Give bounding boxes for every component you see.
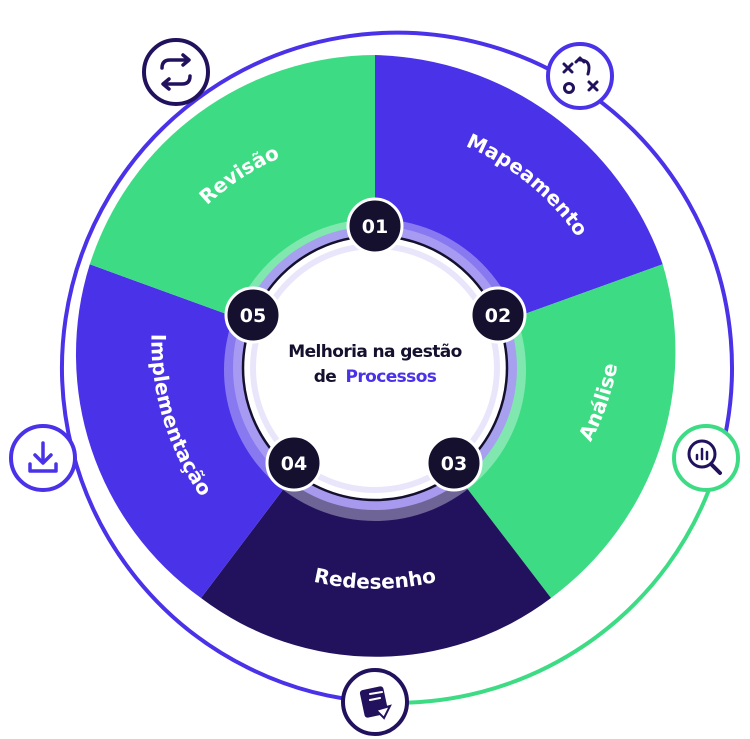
center-title-highlight: Processos xyxy=(346,367,437,387)
segment-redesenho xyxy=(201,368,551,657)
step-number: 02 xyxy=(485,305,511,327)
step-badge-01: 01 xyxy=(346,197,404,255)
step-number: 04 xyxy=(281,453,307,475)
download-icon xyxy=(9,424,77,492)
document-icon xyxy=(341,668,409,736)
step-number: 05 xyxy=(240,305,266,327)
step-badge-02: 02 xyxy=(469,286,527,344)
outer-ring-green-arc xyxy=(374,469,718,705)
step-number: 03 xyxy=(441,453,467,475)
center-title-prefix: de xyxy=(314,367,337,387)
center-title-line1: Melhoria na gestão xyxy=(288,342,461,362)
step-badge-03: 03 xyxy=(425,434,483,492)
step-badge-04: 04 xyxy=(265,434,323,492)
strategy-icon xyxy=(546,42,614,110)
repeat-icon xyxy=(142,38,210,106)
step-badge-05: 05 xyxy=(224,286,282,344)
outer-ring-purple-arc xyxy=(59,30,734,704)
search-chart-icon xyxy=(672,424,740,492)
step-number: 01 xyxy=(362,216,388,238)
outer-ring xyxy=(59,30,734,705)
center-title-line2: de Processos xyxy=(314,367,437,387)
